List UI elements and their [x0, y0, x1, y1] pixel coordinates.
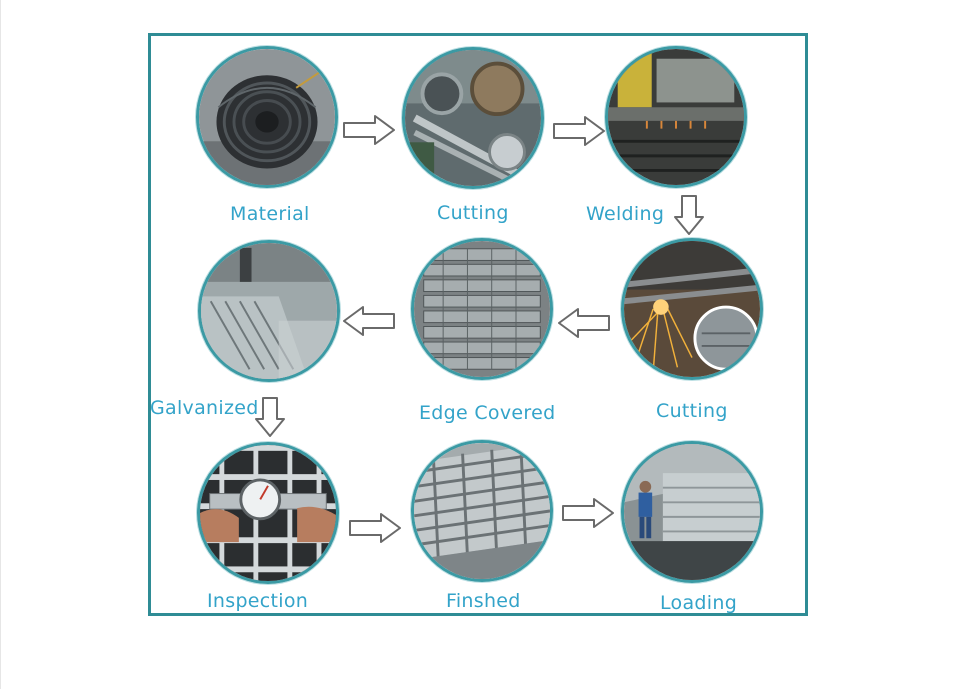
- step-finished-photo: [411, 440, 553, 582]
- step-cutting-label: Cutting: [437, 202, 509, 224]
- right-arrow-icon: [349, 513, 401, 543]
- step-inspection-photo: [197, 442, 339, 584]
- step-welding-photo: [605, 46, 747, 188]
- step-edge-covered-photo: [411, 238, 553, 380]
- left-arrow-icon: [558, 308, 610, 338]
- step-finished-label: Finshed: [446, 590, 521, 612]
- down-arrow-icon: [674, 195, 704, 235]
- left-arrow-icon: [343, 306, 395, 336]
- step-cutting-2-label: Cutting: [656, 400, 728, 422]
- right-arrow-icon: [562, 498, 614, 528]
- down-arrow-icon: [255, 397, 285, 437]
- step-welding-label: Welding: [586, 203, 664, 225]
- step-cutting-sparks-photo: [621, 238, 763, 380]
- step-galvanized-photo: [198, 240, 340, 382]
- page-edge-line: [0, 0, 1, 689]
- step-loading-photo: [621, 441, 763, 583]
- step-material-label: Material: [230, 203, 310, 225]
- step-cutting-photo: [402, 47, 544, 189]
- right-arrow-icon: [553, 116, 605, 146]
- right-arrow-icon: [343, 115, 395, 145]
- step-galvanized-label: Galvanized: [150, 397, 259, 419]
- step-edge-covered-label: Edge Covered: [419, 402, 555, 424]
- step-loading-label: Loading: [660, 592, 737, 614]
- step-material-photo: [196, 46, 338, 188]
- step-inspection-label: Inspection: [207, 590, 308, 612]
